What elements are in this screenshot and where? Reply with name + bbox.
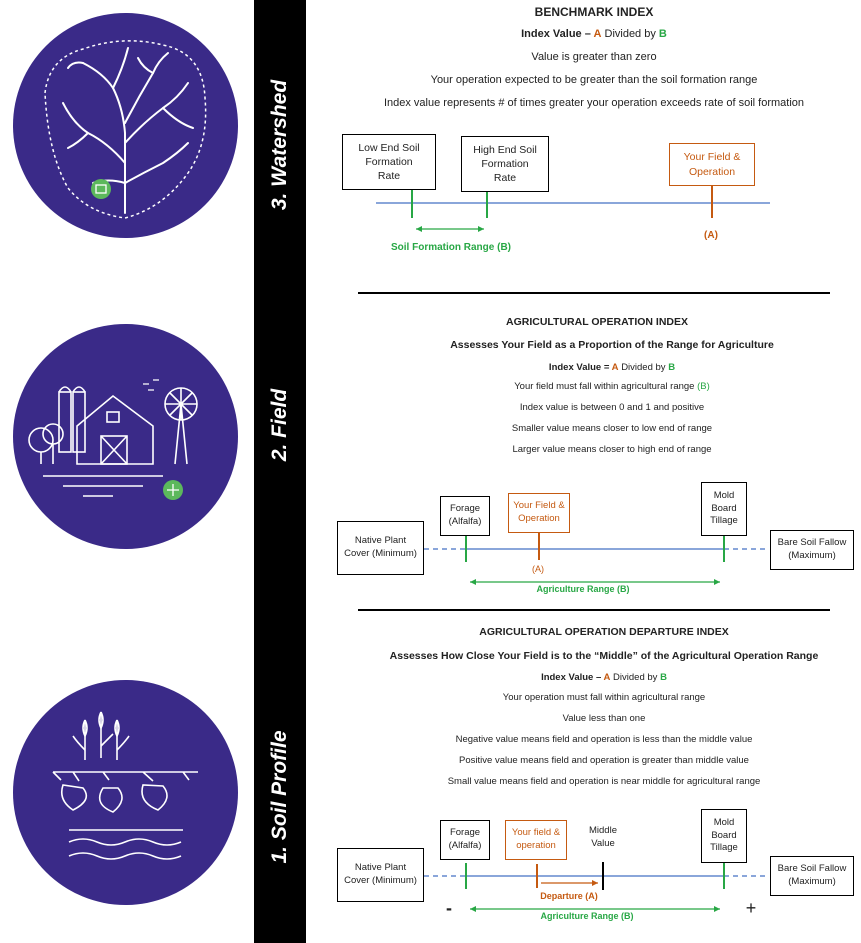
departure-subtitle: Assesses How Close Your Field is to the … <box>389 650 819 662</box>
agriculture-range-label: Agriculture Range (B) <box>536 584 630 594</box>
forage-alfalfa-box: Forage (Alfalfa) <box>440 496 490 536</box>
high-end-soil-formation-box: High End Soil Formation Rate <box>461 136 549 192</box>
native-plant-cover-box: Native Plant Cover (Minimum) <box>337 848 424 902</box>
your-field-operation-box: Your Field & Operation <box>508 493 570 533</box>
benchmark-line: Index value represents # of times greate… <box>383 97 805 109</box>
field-illustration <box>13 324 238 549</box>
departure-title: AGRICULTURAL OPERATION DEPARTURE INDEX <box>479 626 729 638</box>
marker-a-label: (A) <box>704 230 718 241</box>
agricultural-title: AGRICULTURAL OPERATION INDEX <box>505 316 689 328</box>
your-field-operation-box: Your Field & Operation <box>669 143 755 186</box>
middle-value-label: Middle Value <box>589 825 617 849</box>
soil-profile-icon <box>52 711 198 860</box>
mold-board-tillage-box: Mold Board Tillage <box>701 482 747 536</box>
level-label-soil-profile: 1. Soil Profile <box>268 730 291 864</box>
soil-profile-illustration <box>13 680 238 905</box>
bare-soil-fallow-box: Bare Soil Fallow (Maximum) <box>770 530 854 570</box>
soil-formation-range-label: Soil Formation Range (B) <box>391 242 511 253</box>
watershed-icon <box>44 40 207 219</box>
departure-line: Value less than one <box>562 713 646 724</box>
section-divider <box>358 292 830 294</box>
forage-alfalfa-box: Forage (Alfalfa) <box>440 820 490 860</box>
benchmark-line: Value is greater than zero <box>531 51 657 63</box>
benchmark-formula: Index Value – A Divided by B <box>521 28 667 40</box>
departure-line: Small value means field and operation is… <box>447 776 761 787</box>
departure-line: Positive value means field and operation… <box>459 755 749 766</box>
level-label-field: 2. Field <box>268 388 291 462</box>
marker-a-label: (A) <box>532 564 544 574</box>
agricultural-line: Larger value means closer to high end of… <box>512 444 712 455</box>
low-end-soil-formation-box: Low End Soil Formation Rate <box>342 134 436 190</box>
native-plant-cover-box: Native Plant Cover (Minimum) <box>337 521 424 575</box>
bare-soil-fallow-box: Bare Soil Fallow (Maximum) <box>770 856 854 896</box>
minus-sign: - <box>446 898 452 918</box>
departure-line: Your operation must fall within agricult… <box>502 692 706 703</box>
agricultural-subtitle: Assesses Your Field as a Proportion of t… <box>450 339 774 351</box>
agriculture-range-label: Agriculture Range (B) <box>540 911 634 921</box>
level-sidebar: 3. Watershed 2. Field 1. Soil Profile <box>254 0 306 943</box>
agricultural-formula: Index Value = A Divided by B <box>548 362 676 373</box>
watershed-illustration <box>13 13 238 238</box>
section-divider <box>358 609 830 611</box>
plus-sign: + <box>745 898 757 918</box>
departure-a-label: Departure (A) <box>540 891 598 901</box>
agricultural-line: Smaller value means closer to low end of… <box>511 423 713 434</box>
benchmark-line: Your operation expected to be greater th… <box>430 74 758 86</box>
benchmark-title: BENCHMARK INDEX <box>534 5 654 19</box>
farm-icon <box>28 379 198 500</box>
agricultural-line: Your field must fall within agricultural… <box>514 381 710 392</box>
your-field-operation-box: Your field & operation <box>505 820 567 860</box>
level-label-watershed: 3. Watershed <box>268 79 291 211</box>
departure-formula: Index Value – A Divided by B <box>541 672 667 683</box>
agricultural-line: Index value is between 0 and 1 and posit… <box>519 402 705 413</box>
mold-board-tillage-box: Mold Board Tillage <box>701 809 747 863</box>
departure-line: Negative value means field and operation… <box>455 734 753 745</box>
